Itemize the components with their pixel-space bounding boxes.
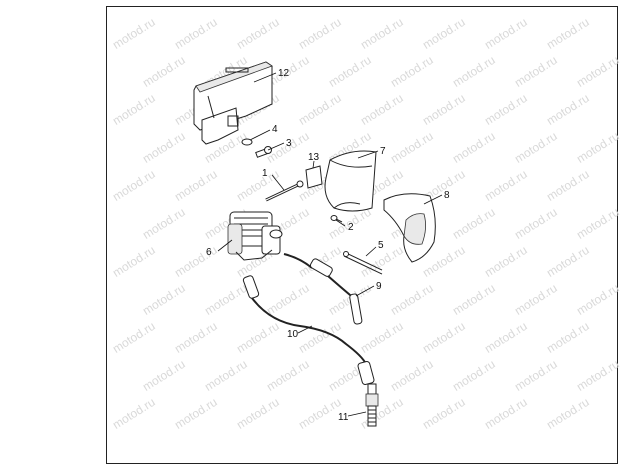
ignition-coil-part-6 <box>227 211 283 261</box>
washer-part-4 <box>241 138 253 146</box>
callout-labels: 12 4 3 13 7 1 8 2 6 5 9 10 11 <box>206 68 450 423</box>
callout-4: 4 <box>272 124 278 135</box>
callout-11: 11 <box>338 412 349 423</box>
callout-13: 13 <box>308 152 320 163</box>
callout-1: 1 <box>262 168 268 179</box>
plate-part-13 <box>305 165 323 189</box>
callout-9: 9 <box>376 281 382 292</box>
callout-6: 6 <box>206 247 212 258</box>
callout-3: 3 <box>286 138 292 149</box>
callout-7: 7 <box>380 146 386 157</box>
ignition-module-part-12 <box>193 61 273 145</box>
ignition-lead-part-9 <box>283 253 363 325</box>
callout-12: 12 <box>278 68 290 79</box>
callout-10: 10 <box>287 329 299 340</box>
clip-part-5 <box>343 251 383 275</box>
bolt-part-1 <box>265 180 304 202</box>
cover-part-7 <box>324 150 377 212</box>
spark-plug-part-11 <box>365 383 379 427</box>
spark-plug-lead-part-10 <box>242 275 375 386</box>
callout-8: 8 <box>444 190 450 201</box>
leader-lines <box>217 72 443 417</box>
diagram-frame <box>106 6 618 464</box>
screw-part-2 <box>330 215 343 223</box>
coil-cover-part-8 <box>383 193 436 263</box>
callout-5: 5 <box>378 240 384 251</box>
screw-part-3 <box>255 146 272 158</box>
callout-2: 2 <box>348 222 354 233</box>
